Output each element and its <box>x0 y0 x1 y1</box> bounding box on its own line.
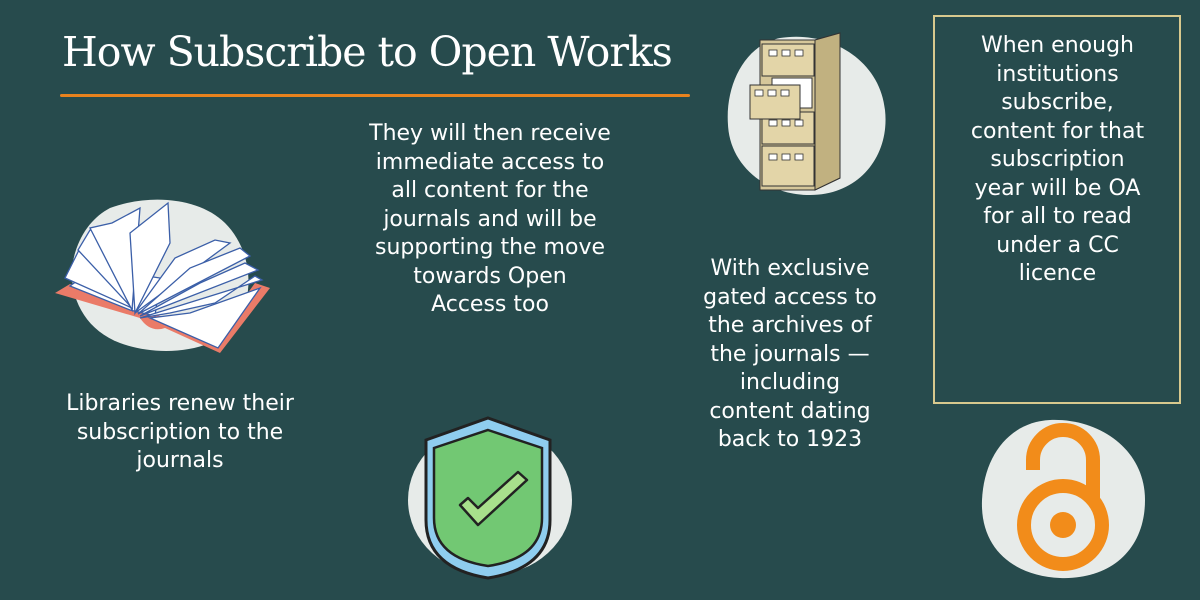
step-3-text: With exclusive gated access to the archi… <box>703 256 877 452</box>
step-4-box <box>933 15 1181 404</box>
step-2-text: They will then receive immediate access … <box>369 121 611 317</box>
open-book-icon <box>55 199 270 353</box>
shield-check-icon <box>408 416 572 580</box>
step-1-text: Libraries renew their subscription to th… <box>66 391 294 473</box>
page-title: How Subscribe to Open Works <box>62 28 673 76</box>
open-access-lock-icon <box>981 419 1145 579</box>
step-4-text: When enough institutions subscribe, cont… <box>970 33 1145 286</box>
filing-cabinet-icon <box>727 32 886 195</box>
title-underline <box>60 94 690 97</box>
